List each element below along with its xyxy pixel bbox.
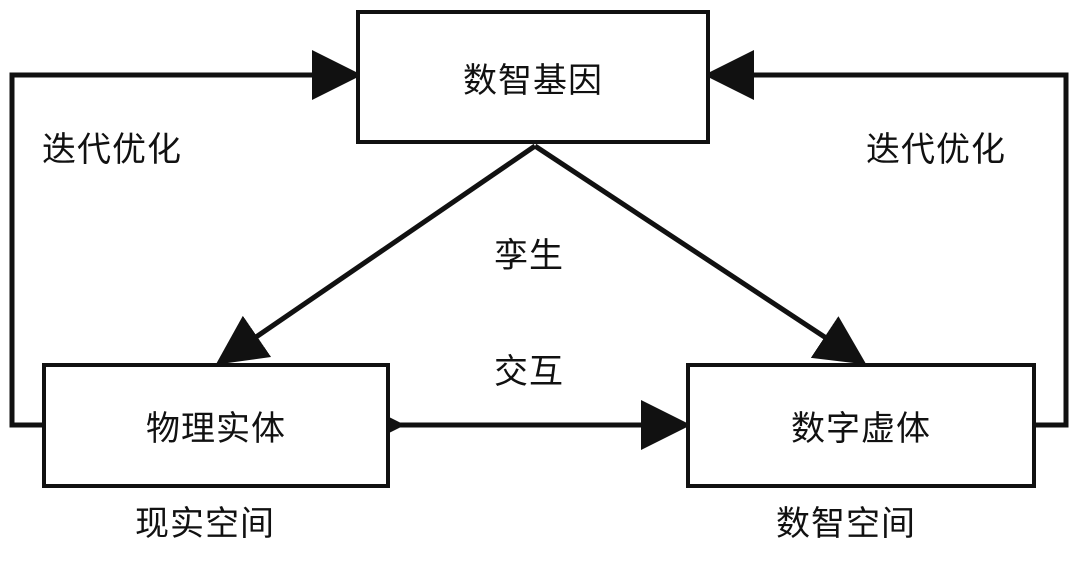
- physical-entity-node: 物理实体: [42, 363, 390, 488]
- gene-node-label: 数智基因: [463, 60, 603, 101]
- interaction-label: 交互: [494, 352, 564, 392]
- physical-entity-label: 物理实体: [146, 409, 286, 449]
- gene-node: 数智基因: [356, 10, 710, 144]
- digital-space-label: 数智空间: [776, 504, 916, 544]
- right-iteration-label: 迭代优化: [866, 130, 1006, 170]
- real-space-label: 现实空间: [135, 504, 275, 544]
- gene-to-physical-arrow: [215, 143, 537, 365]
- left-iteration-arrow: [9, 50, 362, 428]
- left-iteration-label: 迭代优化: [42, 130, 182, 170]
- gene-to-digital-arrow: [533, 143, 867, 365]
- right-iteration-arrow: [704, 50, 1069, 428]
- digital-virtual-label: 数字虚体: [791, 409, 931, 449]
- twin-label: 孪生: [494, 236, 564, 276]
- digital-virtual-node: 数字虚体: [686, 363, 1036, 488]
